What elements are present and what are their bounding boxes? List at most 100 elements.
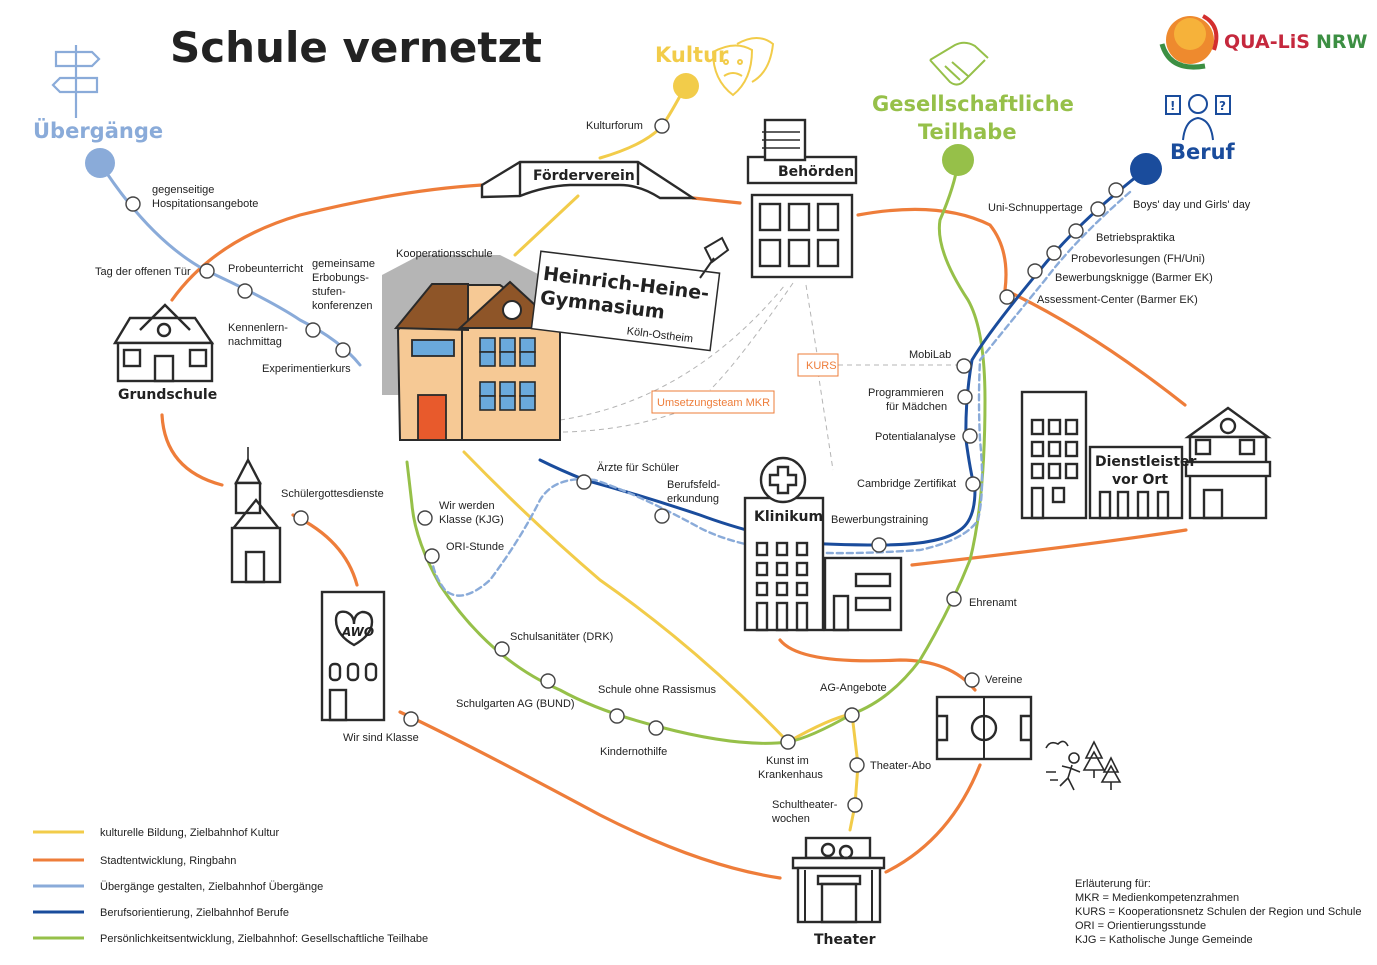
station-theaterwochen-2: wochen [771, 813, 810, 825]
station-ori: ORI-Stunde [446, 541, 504, 553]
station-theater-abo: Theater-Abo [870, 760, 931, 772]
label-dienstleister-2: vor Ort [1112, 472, 1168, 488]
kultur-line [462, 83, 860, 832]
label-dienstleister-1: Dienstleister [1095, 454, 1197, 470]
destination-kultur: Kultur [655, 43, 729, 67]
station-erbobung-4: konferenzen [312, 300, 373, 312]
logo-text-nrw: NRW [1316, 31, 1368, 53]
legend-item: kulturelle Bildung, Zielbahnhof Kultur [100, 827, 280, 839]
station-gottesdienste: Schülergottesdienste [281, 488, 384, 500]
station-stops [125, 118, 1124, 813]
school-name-card: Heinrich-Heine- Gymnasium Köln-Ostheim [530, 250, 721, 352]
station-kennenlern-2: nachmittag [228, 336, 282, 348]
qualis-logo: QUA-LiS NRW [1159, 14, 1368, 70]
station-kunst-2: Krankenhaus [758, 769, 823, 781]
football-field [935, 695, 1033, 761]
station-vereine: Vereine [985, 674, 1022, 686]
glossary-line: KJG = Katholische Junge Gemeinde [1075, 934, 1253, 946]
foerderverein-bridge [480, 160, 698, 200]
label-grundschule: Grundschule [118, 387, 217, 403]
legend: kulturelle Bildung, Zielbahnhof Kultur S… [33, 827, 428, 945]
station-probevorlesungen: Probevorlesungen (FH/Uni) [1071, 253, 1205, 265]
station-cambridge: Cambridge Zertifikat [857, 478, 956, 490]
station-experimentierkurs: Experimentierkurs [262, 363, 351, 375]
destination-uebergaenge: Übergänge [33, 118, 163, 143]
station-schulgarten: Schulgarten AG (BUND) [456, 698, 575, 710]
teilhabe-line [405, 160, 987, 745]
label-foerderverein: Förderverein [533, 168, 635, 184]
station-wir-klasse: Wir sind Klasse [343, 732, 419, 744]
station-hospitation-2: Hospitationsangebote [152, 198, 258, 210]
label-behoerden: Behörden [778, 164, 854, 180]
school-building [382, 255, 563, 441]
station-theaterwochen-1: Schultheater- [772, 799, 838, 811]
pushpin-icon [699, 236, 730, 279]
jogger-icon [1045, 740, 1081, 791]
destination-beruf: Beruf [1170, 140, 1236, 164]
theater-masks-icon [711, 37, 775, 97]
station-sanitaeter: Schulsanitäter (DRK) [510, 631, 613, 643]
kurs-connectors [559, 282, 958, 471]
legend-item: Übergänge gestalten, Zielbahnhof Übergän… [100, 881, 323, 893]
klinikum-building [743, 456, 903, 632]
page-title: Schule vernetzt [170, 23, 542, 72]
legend-item: Persönlichkeitsentwicklung, Zielbahnhof:… [100, 933, 428, 945]
station-uni: Uni-Schnuppertage [988, 202, 1083, 214]
station-labels: gegenseitige Hospitationsangebote Tag de… [95, 120, 1251, 825]
station-berufsfeld-2: erkundung [667, 493, 719, 505]
label-theater: Theater [814, 932, 876, 948]
station-programmieren-2: für Mädchen [886, 401, 947, 413]
terminal-uebergaenge [85, 148, 115, 178]
dienstleister-buildings [1020, 390, 1272, 520]
label-awo: AWO [341, 625, 374, 639]
mkr-tag [651, 390, 775, 414]
handshake-icon [929, 41, 989, 86]
station-kindernothilfe: Kindernothilfe [600, 746, 667, 758]
terminal-teilhabe [942, 144, 974, 176]
theater-building [791, 836, 886, 924]
station-mobilab: MobiLab [909, 349, 951, 361]
kurs-tag-label: KURS [806, 360, 837, 372]
question-mark-icon: ? [1219, 99, 1226, 113]
station-hospitation-1: gegenseitige [152, 184, 214, 196]
station-kjg-1: Wir werden [439, 500, 495, 512]
terminal-beruf [1130, 153, 1162, 185]
glossary-line: MKR = Medienkompetenzrahmen [1075, 892, 1239, 904]
station-potentialanalyse: Potentialanalyse [875, 431, 956, 443]
station-ag: AG-Angebote [820, 682, 887, 694]
station-kennenlern-1: Kennenlern- [228, 322, 288, 334]
station-tag-offen: Tag der offenen Tür [95, 266, 191, 278]
glossary-line: KURS = Kooperationsnetz Schulen der Regi… [1075, 906, 1362, 918]
signpost-icon [51, 45, 101, 118]
legend-item: Berufsorientierung, Zielbahnhof Berufe [100, 907, 289, 919]
station-aerzte: Ärzte für Schüler [597, 462, 679, 474]
destination-teilhabe-2: Teilhabe [918, 120, 1017, 144]
glossary-line: ORI = Orientierungsstunde [1075, 920, 1206, 932]
kurs-tag [797, 353, 839, 377]
station-kulturforum: Kulturforum [586, 120, 643, 132]
station-erbobung-2: Erbobungs- [312, 272, 369, 284]
job-question-icon [1165, 94, 1231, 141]
logo-text-qualis: QUA-LiS [1224, 31, 1310, 53]
destination-teilhabe-1: Gesellschaftliche [872, 92, 1074, 116]
label-kooperationsschule: Kooperationsschule [396, 248, 493, 260]
station-kjg-2: Klasse (KJG) [439, 514, 504, 526]
glossary-line: Erläuterung für: [1075, 878, 1151, 890]
station-ehrenamt: Ehrenamt [969, 597, 1017, 609]
station-erbobung-3: stufen- [312, 286, 346, 298]
grundschule-building [112, 303, 215, 383]
station-knigge: Bewerbungsknigge (Barmer EK) [1055, 272, 1213, 284]
glossary: Erläuterung für: MKR = Medienkompetenzra… [1075, 878, 1362, 946]
station-rassismus: Schule ohne Rassismus [598, 684, 717, 696]
station-assessment: Assessment-Center (Barmer EK) [1037, 294, 1198, 306]
label-klinikum: Klinikum [754, 509, 823, 525]
station-berufsfeld-1: Berufsfeld- [667, 479, 721, 491]
church-building [230, 447, 282, 584]
station-probeunterricht: Probeunterricht [228, 263, 303, 275]
tree-icon [1082, 740, 1122, 790]
mkr-tag-label: Umsetzungsteam MKR [657, 397, 770, 409]
station-bewerbungstraining: Bewerbungstraining [831, 514, 928, 526]
question-mark-icon: ! [1170, 99, 1175, 113]
awo-building [320, 590, 386, 722]
